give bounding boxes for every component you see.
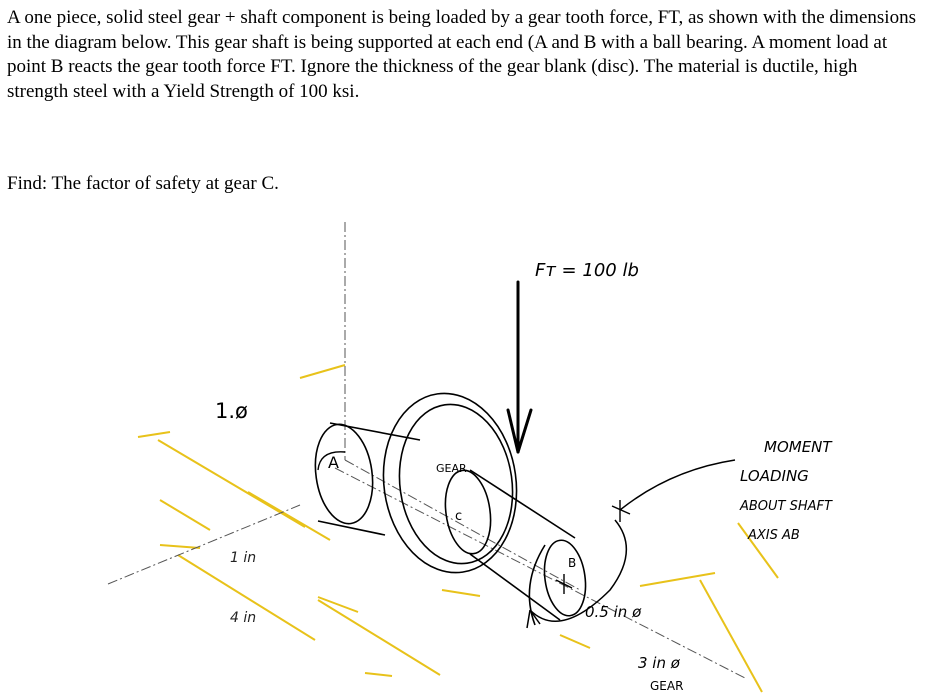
left-shaft [314,422,421,536]
moment-arrow [526,459,736,629]
force-label: Fᴛ = 100 lb [535,260,639,281]
point-c-label: c [455,509,462,524]
right-shaft-diameter-label: 0.5 in ø [585,603,642,621]
find-statement: Find: The factor of safety at gear C. [7,173,279,194]
gear-diameter-sublabel: GEAR [650,679,683,693]
point-b-label: B [568,556,576,570]
force-arrow [506,280,533,454]
gear-label: GEAR [436,462,467,475]
axis-lines [107,222,746,679]
moment-note-line: LOADING [740,467,809,485]
dimension-1in-label: 1 in [230,550,256,566]
moment-note-line: MOMENT [764,438,833,456]
right-shaft [444,469,587,626]
problem-statement: A one piece, solid steel gear + shaft co… [7,7,916,102]
gear-disc [382,392,518,574]
left-shaft-diameter-label: 1.ø [215,399,248,423]
moment-note-line: AXIS AB [747,528,800,543]
gear-diameter-label: 3 in ø [638,654,681,672]
moment-note: MOMENT LOADING ABOUT SHAFT AXIS AB [739,438,833,543]
point-a-label: A [328,453,339,472]
dimension-4in-label: 4 in [230,610,256,626]
moment-note-line: ABOUT SHAFT [739,499,833,514]
